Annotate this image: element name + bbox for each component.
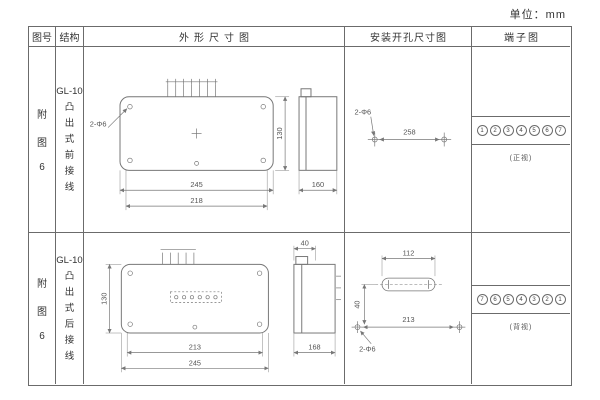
front-view-body bbox=[119, 88, 338, 171]
slot-cutout bbox=[375, 277, 442, 292]
hole-spec-label: 2-Φ6 bbox=[355, 108, 372, 117]
outline-drawing-row2: 130 213 245 40 168 bbox=[84, 233, 345, 384]
screws-and-pins bbox=[127, 78, 266, 166]
header-structure: 结构 bbox=[56, 27, 84, 47]
dim-vertical-offset: 40 bbox=[352, 300, 361, 308]
dim-height: 130 bbox=[275, 127, 284, 139]
install-front-wiring-svg: 258 2-Φ6 bbox=[355, 108, 452, 147]
dim-width-1: 245 bbox=[190, 180, 202, 189]
dim-width-2: 245 bbox=[189, 358, 201, 367]
header-terminal-diagram: 端子图 bbox=[472, 27, 570, 47]
terminal-view-caption: (正视) bbox=[509, 155, 533, 162]
screws-and-pins bbox=[127, 249, 341, 330]
dim-side-depth: 160 bbox=[312, 180, 324, 189]
dim-width-1: 213 bbox=[189, 343, 201, 352]
dim-hole-span: 258 bbox=[403, 128, 415, 137]
dimension-lines bbox=[370, 116, 440, 142]
dim-slot-span: 112 bbox=[403, 249, 415, 258]
install-drawing-row2: 112 40 213 2-Φ6 bbox=[345, 233, 472, 384]
unit-label: 单位：mm bbox=[509, 9, 566, 21]
outline-rear-wiring-svg: 130 213 245 40 168 bbox=[100, 239, 341, 373]
header-outline-dims: 外形尺寸图 bbox=[84, 27, 345, 47]
extension-lines bbox=[119, 96, 338, 211]
header-install-holes: 安装开孔尺寸图 bbox=[345, 27, 472, 47]
header-fig-no: 图号 bbox=[29, 27, 56, 47]
outline-front-wiring-svg: 245 218 130 160 2-Φ6 bbox=[90, 78, 338, 211]
dimension-lines bbox=[107, 246, 336, 371]
outline-drawing-row1: 245 218 130 160 2-Φ6 bbox=[84, 47, 345, 233]
dimension-lines bbox=[107, 96, 338, 209]
hole-spec-label: 2-Φ6 bbox=[359, 345, 375, 354]
hole-spec-label: 2-Φ6 bbox=[90, 120, 107, 129]
dim-height: 130 bbox=[100, 293, 109, 305]
terminal-view-caption: (背视) bbox=[509, 324, 533, 331]
dim-top-depth: 40 bbox=[301, 239, 309, 248]
dimension-lines bbox=[360, 256, 454, 345]
extension-lines bbox=[353, 255, 436, 328]
install-rear-wiring-svg: 112 40 213 2-Φ6 bbox=[351, 249, 466, 354]
dim-side-depth: 168 bbox=[308, 343, 320, 352]
dim-hole-span: 213 bbox=[402, 315, 414, 324]
front-view-body bbox=[120, 256, 336, 334]
install-drawing-row1: 258 2-Φ6 bbox=[345, 47, 472, 233]
dim-width-2: 218 bbox=[190, 196, 202, 205]
